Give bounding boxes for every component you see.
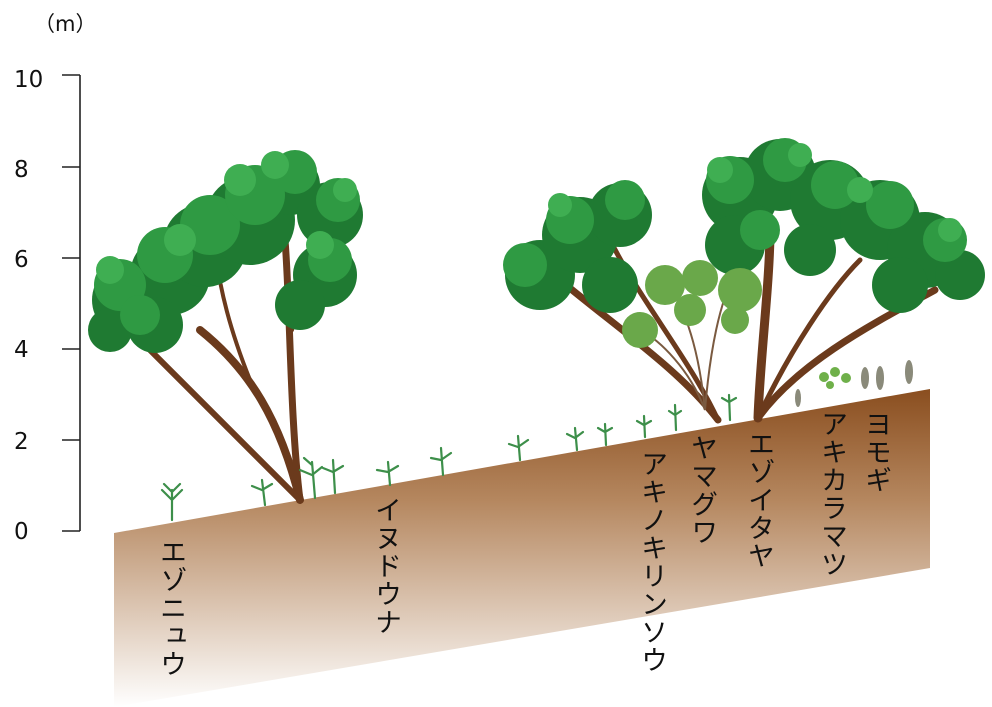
y-tick-2: 2 [14,429,29,455]
y-tick-4: 4 [14,337,29,363]
y-tick-6: 6 [14,247,29,273]
soil-slope [114,389,930,707]
label-yomogi: ヨモギ [860,410,891,494]
label-inudouna: イヌドウナ [370,496,401,636]
label-ezonyu: エゾニュウ [155,538,186,678]
label-yamaguwa: ヤマグワ [686,434,717,546]
y-tick-8: 8 [14,157,29,183]
y-tick-0: 0 [14,519,29,545]
axis-unit-label: （m） [34,12,97,36]
label-akinokirinsou: アキノキリンソウ [636,450,667,674]
grass-heads [795,360,913,407]
y-axis-ticks [62,74,80,532]
akikaramatsu-leaves [819,367,851,389]
left-tree-canopy [88,150,363,353]
label-akikaramatsu: アキカラマツ [816,410,847,578]
mulberry-foliage [622,260,762,348]
right-tree-canopy [503,138,985,313]
herb-layer [160,393,738,522]
y-tick-10: 10 [14,67,44,93]
label-ezoitaya: エゾイタヤ [743,430,774,570]
